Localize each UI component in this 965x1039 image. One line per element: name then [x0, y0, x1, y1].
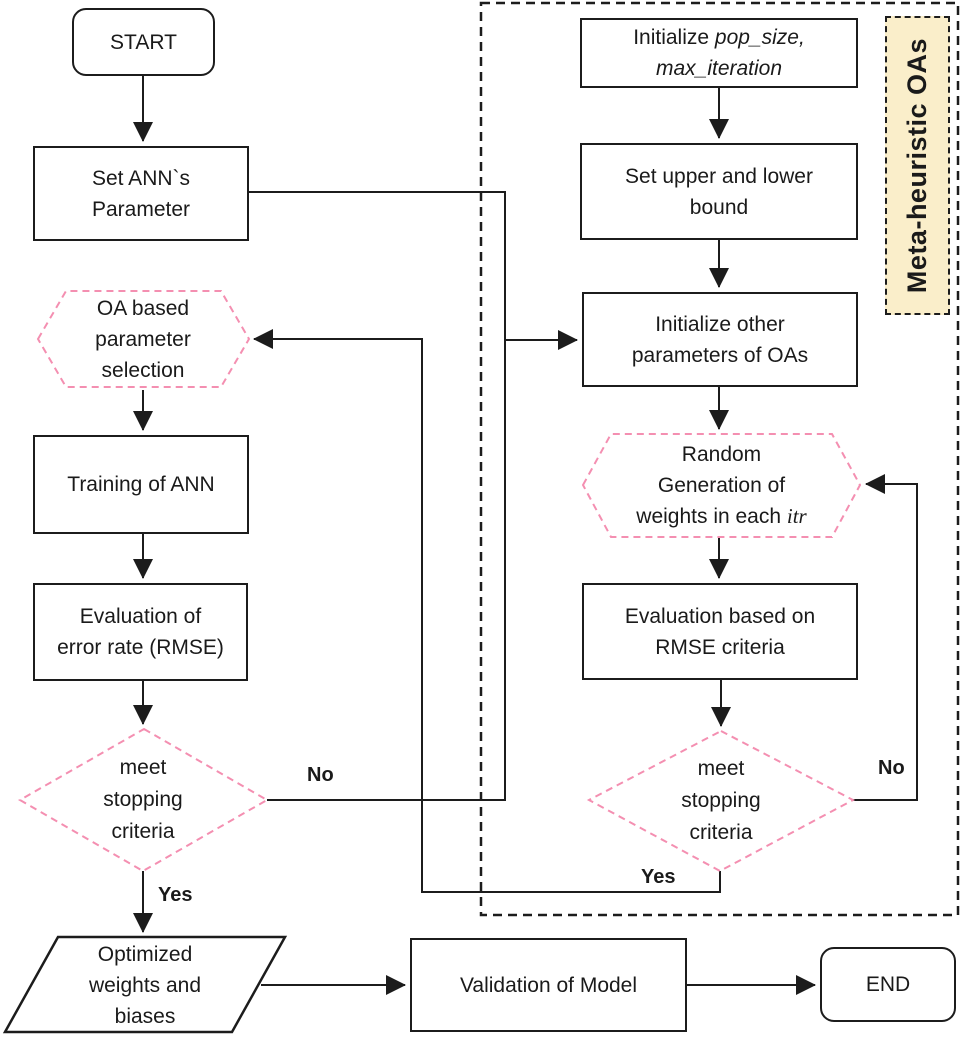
node-meet-left-line3: criteria — [111, 820, 175, 843]
node-eval-rmse-line1: Evaluation based on — [624, 604, 816, 628]
node-evaluation-of-error-rate: Evaluation of error rate (RMSE) — [33, 583, 248, 681]
node-set-ann-parameter: Set ANN`s Parameter — [33, 146, 249, 241]
node-meet-left-line2: stopping — [103, 788, 183, 811]
node-optimized-line1: Optimized — [97, 942, 193, 966]
meta-heuristic-region-label: Meta-heuristic OAs — [885, 16, 950, 315]
node-set-bounds-line2: bound — [689, 195, 749, 219]
node-init-other-line1: Initialize other — [655, 312, 785, 336]
node-set-ann-line2: Parameter — [91, 197, 191, 221]
node-validation-of-model: Validation of Model — [410, 938, 687, 1032]
node-oa-selection-line2: parameter — [95, 327, 191, 351]
arrow-meet-right-yes-to-oa-selection — [253, 329, 721, 893]
node-random-gen-line2: Generation of — [657, 474, 786, 497]
node-meet-stopping-criteria-right: meet stopping criteria — [631, 744, 811, 858]
node-end-label: END — [865, 973, 911, 996]
hexagon-random-generation — [581, 433, 862, 538]
edge-label-yes-right: Yes — [641, 866, 676, 888]
node-oa-selection-line1: OA based — [96, 296, 190, 320]
node-start-label: START — [110, 30, 177, 54]
node-training-label: Training of ANN — [67, 473, 215, 496]
diamond-meet-stopping-left — [17, 727, 270, 873]
node-random-gen-line3-text: weights in each — [636, 505, 787, 528]
node-init-other-line2: parameters of OAs — [631, 343, 809, 367]
node-optimized-line3: biases — [114, 1004, 176, 1028]
edge-label-no-left: No — [307, 764, 334, 786]
node-training-of-ann: Training of ANN — [33, 435, 249, 534]
node-meet-stopping-criteria-left: meet stopping criteria — [53, 742, 233, 858]
parallelogram-optimized-weights — [2, 935, 288, 1034]
node-set-bounds-line1: Set upper and lower — [625, 164, 813, 188]
line-set-ann-and-no-left-junction — [249, 191, 506, 801]
node-oa-selection-line3: selection — [101, 358, 185, 382]
node-validation-label: Validation of Model — [459, 973, 638, 997]
edge-label-no-right: No — [878, 757, 905, 779]
node-eval-rmse-line2: RMSE criteria — [655, 635, 785, 659]
node-random-gen-itr-var: itr — [786, 504, 807, 528]
meta-heuristic-region-border — [479, 1, 960, 917]
node-eval-error-line2: error rate (RMSE) — [57, 636, 224, 659]
diamond-meet-stopping-right — [586, 729, 856, 873]
node-set-upper-lower-bound: Set upper and lower bound — [580, 143, 858, 240]
edge-label-yes-left: Yes — [158, 884, 193, 906]
node-start: START — [72, 8, 215, 76]
node-init-pop-var2: max_iteration — [655, 57, 783, 80]
node-eval-error-line1: Evaluation of — [79, 605, 202, 628]
node-random-generation-of-weights: Random Generation of weights in each itr — [593, 436, 850, 535]
node-end: END — [820, 947, 956, 1022]
node-oa-based-parameter-selection: OA based parameter selection — [48, 292, 238, 386]
node-meet-left-line1: meet — [119, 756, 167, 779]
node-set-ann-line1: Set ANN`s — [91, 166, 191, 190]
hexagon-oa-selection — [36, 290, 251, 388]
meta-heuristic-region-label-text: Meta-heuristic OAs — [902, 37, 932, 294]
node-meet-right-line1: meet — [697, 757, 745, 780]
node-initialize-other-parameters: Initialize other parameters of OAs — [582, 292, 858, 387]
node-meet-right-line3: criteria — [689, 821, 753, 844]
node-initialize-pop-size: Initialize pop_size, max_iteration — [580, 18, 858, 88]
node-evaluation-rmse-criteria: Evaluation based on RMSE criteria — [582, 583, 858, 680]
node-init-pop-prefix: Initialize — [633, 26, 715, 49]
node-optimized-line2: weights and — [88, 973, 202, 997]
node-init-pop-var1: pop_size, — [714, 26, 805, 49]
node-optimized-weights-and-biases: Optimized weights and biases — [30, 940, 260, 1030]
node-random-gen-line1: Random — [681, 443, 762, 466]
node-meet-right-line2: stopping — [681, 789, 761, 812]
arrow-meet-right-no-loop — [853, 474, 918, 801]
